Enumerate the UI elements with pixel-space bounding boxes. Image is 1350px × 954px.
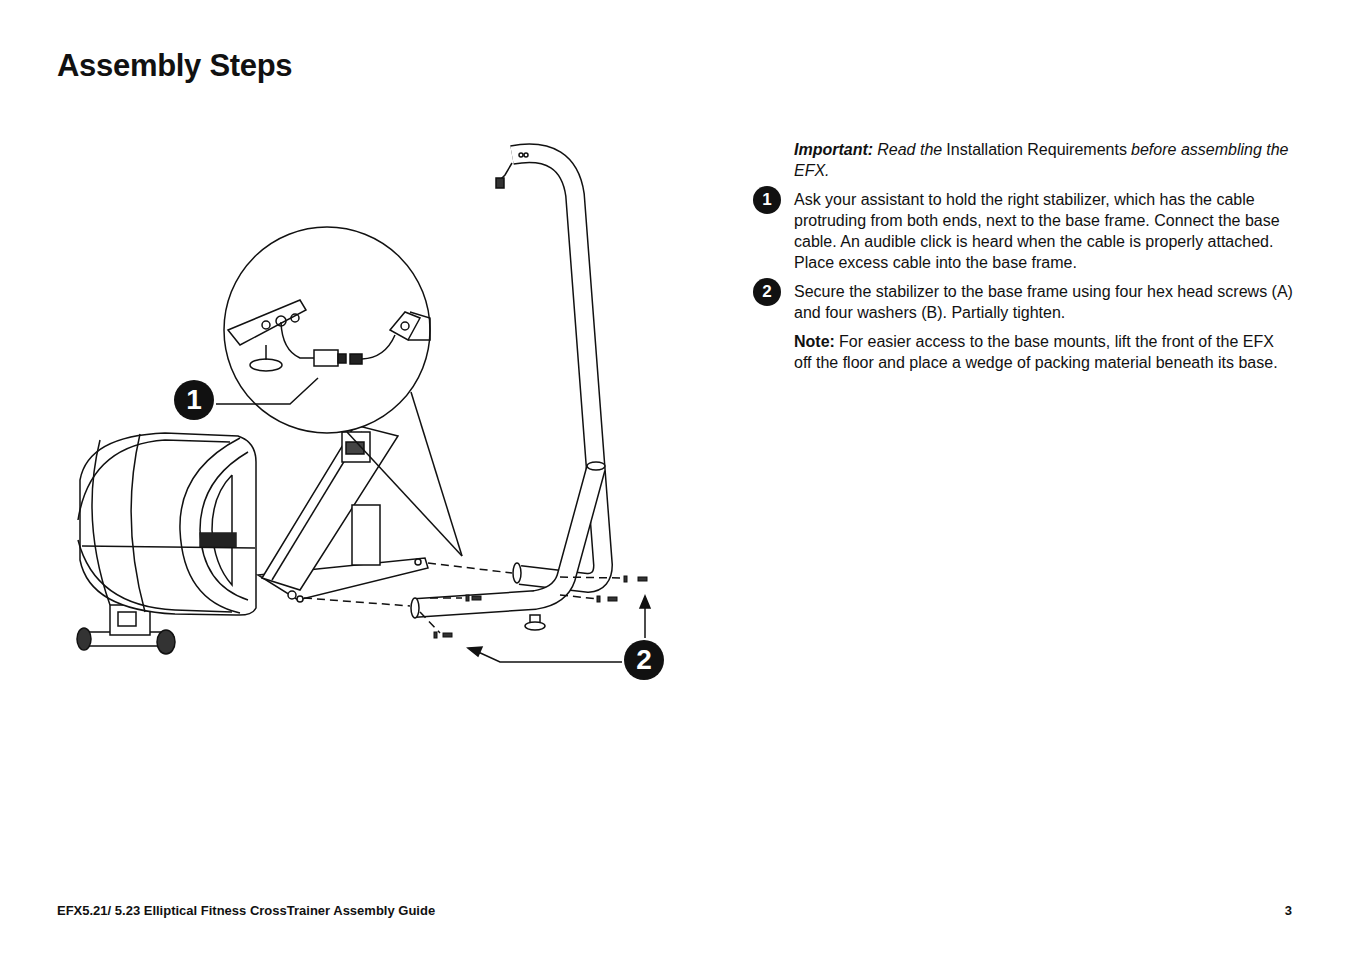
node-text: 1: [762, 190, 771, 210]
instruction-text: Secure the stabilizer to the base frame …: [794, 283, 1293, 321]
instruction-text: Installation Requirements: [946, 141, 1127, 158]
instruction-paragraph: Note:For easier access to the base mount…: [794, 331, 1294, 373]
page-title: Assembly Steps: [57, 48, 292, 84]
instruction-text: For easier access to the base mounts, li…: [794, 333, 1278, 371]
instruction-paragraph: Ask your assistant to hold the right sta…: [794, 189, 1294, 273]
instruction-column: Important:Read theInstallation Requireme…: [794, 139, 1294, 381]
instruction-paragraph: Important:Read theInstallation Requireme…: [794, 139, 1294, 181]
instruction-paragraph: Secure the stabilizer to the base frame …: [794, 281, 1294, 323]
instruction-text: Ask your assistant to hold the right sta…: [794, 191, 1280, 271]
page-number: 3: [1285, 903, 1292, 918]
step-badge: 1: [753, 186, 781, 214]
footer-title: EFX5.21/ 5.23 Elliptical Fitness CrossTr…: [57, 903, 435, 918]
callout-number: 1: [174, 380, 214, 420]
callout-number: 2: [624, 640, 664, 680]
node-text: 2: [636, 644, 652, 676]
step-badge: 2: [753, 278, 781, 306]
instruction-text: Important:: [794, 141, 873, 158]
node-text: 2: [762, 282, 771, 302]
instruction-text: Note:: [794, 333, 835, 350]
instruction-text: Read the: [877, 141, 942, 158]
node-text: 1: [186, 384, 202, 416]
